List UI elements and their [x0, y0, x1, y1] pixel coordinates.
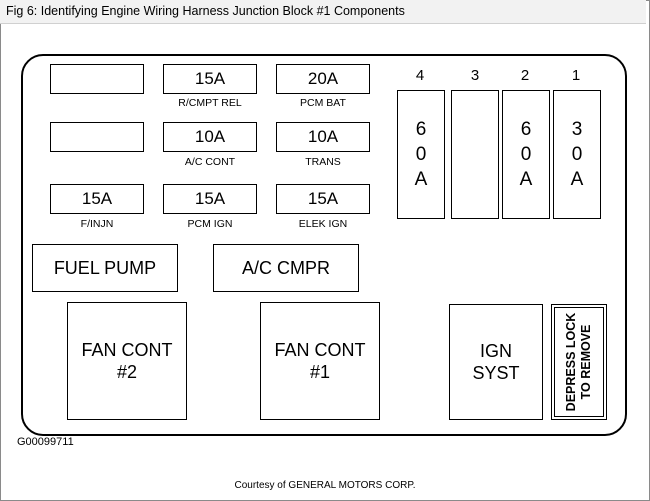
- ac-cmpr-relay: A/C CMPR: [213, 244, 359, 292]
- figure-caption: Fig 6: Identifying Engine Wiring Harness…: [0, 0, 646, 24]
- fuse-trans: 10A: [276, 122, 370, 152]
- ign-syst-relay: IGN SYST: [449, 304, 543, 420]
- maxi-4-char-1: 6: [415, 119, 427, 140]
- junction-block-outline: [21, 54, 627, 436]
- fuse-pcm-bat: 20A: [276, 64, 370, 94]
- fan-cont-1-relay: FAN CONT #1: [260, 302, 380, 420]
- label-trans: TRANS: [305, 156, 341, 168]
- maxi-1-char-2: 0: [571, 144, 583, 165]
- fan-cont-2-line1: FAN CONT: [81, 340, 173, 360]
- maxi-2-char-1: 6: [520, 119, 532, 140]
- label-ac-cont: A/C CONT: [184, 156, 236, 168]
- figure-code: G00099711: [17, 436, 74, 448]
- ign-syst-line1: IGN: [479, 341, 512, 361]
- depress-lock-text: DEPRESS LOCK TO REMOVE: [564, 307, 594, 417]
- fan-cont-2-relay: FAN CONT #2: [67, 302, 187, 420]
- maxi-fuse-3: [451, 90, 499, 219]
- label-elek-ign: ELEK IGN: [298, 218, 348, 230]
- label-rcmpt-rel: R/CMPT REL: [178, 97, 242, 109]
- label-finjn: F/INJN: [80, 218, 114, 230]
- label-pcm-bat: PCM BAT: [300, 97, 346, 109]
- maxi-2-char-3: A: [519, 169, 533, 190]
- maxi-1-char-1: 3: [571, 119, 583, 140]
- maxi-2-char-2: 0: [520, 144, 532, 165]
- fuse-r1c1: [50, 64, 144, 94]
- depress-lock-tab: DEPRESS LOCK TO REMOVE: [551, 304, 607, 420]
- depress-lock-line2: TO REMOVE: [579, 324, 593, 400]
- maxi-4-char-2: 0: [415, 144, 427, 165]
- depress-lock-inner-outline: [554, 307, 604, 417]
- fan-cont-1-line1: FAN CONT: [274, 340, 366, 360]
- fuel-pump-label: FUEL PUMP: [53, 258, 157, 278]
- fan-cont-2-line2: #2: [116, 362, 137, 382]
- fan-cont-1-line2: #1: [309, 362, 330, 382]
- fuse-finjn: 15A: [50, 184, 144, 214]
- fuse-rcmpt-rel: 15A: [163, 64, 257, 94]
- maxi-number-4: 4: [415, 67, 425, 84]
- fuel-pump-relay: FUEL PUMP: [32, 244, 178, 292]
- fuse-pcm-ign: 15A: [163, 184, 257, 214]
- fuse-r2c1: [50, 122, 144, 152]
- maxi-number-1: 1: [571, 67, 581, 84]
- maxi-fuse-4: 6 0 A: [397, 90, 445, 219]
- maxi-fuse-1: 3 0 A: [553, 90, 601, 219]
- maxi-number-2: 2: [520, 67, 530, 84]
- ac-cmpr-label: A/C CMPR: [241, 258, 330, 278]
- ign-syst-line2: SYST: [472, 363, 520, 383]
- maxi-fuse-2: 6 0 A: [502, 90, 550, 219]
- fuse-ac-cont: 10A: [163, 122, 257, 152]
- depress-lock-line1: DEPRESS LOCK: [564, 312, 578, 412]
- courtesy-line: Courtesy of GENERAL MOTORS CORP.: [234, 480, 416, 491]
- maxi-1-char-3: A: [570, 169, 584, 190]
- fuse-elek-ign: 15A: [276, 184, 370, 214]
- maxi-4-char-3: A: [414, 169, 428, 190]
- maxi-number-3: 3: [470, 67, 480, 84]
- label-pcm-ign: PCM IGN: [187, 218, 233, 230]
